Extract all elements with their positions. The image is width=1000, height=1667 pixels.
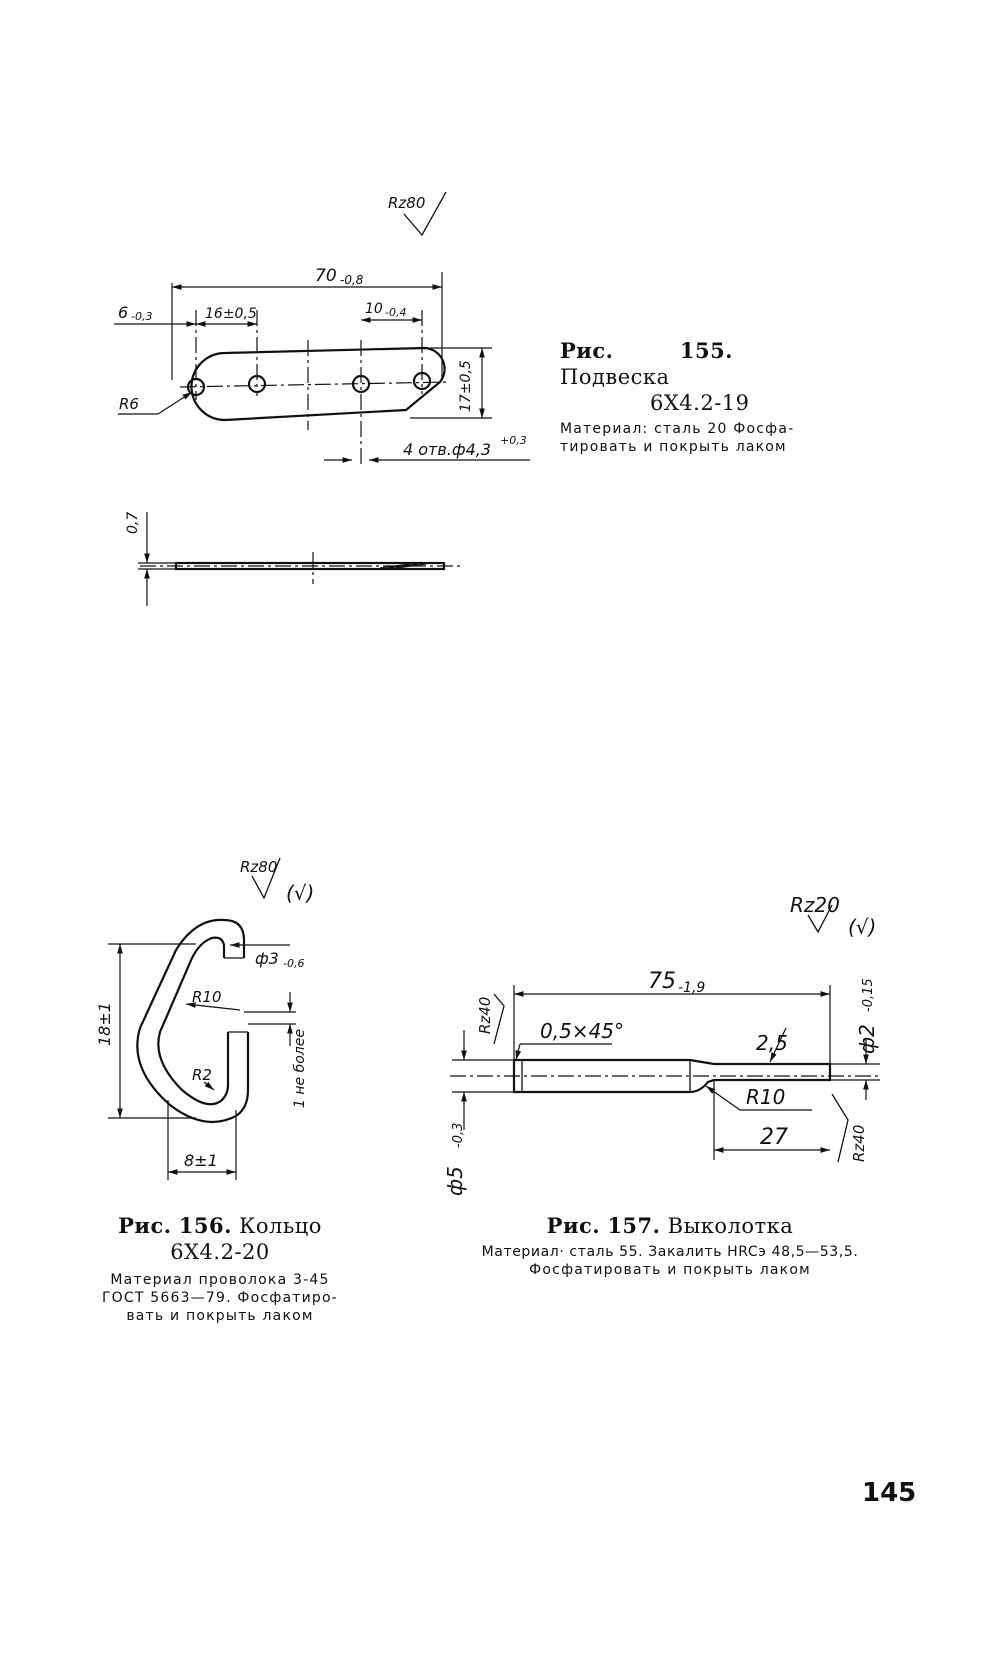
fig156-dim-wire-tol: -0,6 xyxy=(283,957,304,970)
fig156-dim-outer-radius: R10 xyxy=(192,988,222,1006)
fig157-dim-length-tol: -1,9 xyxy=(678,980,705,996)
fig156-caption: Рис. 156. Кольцо 6X4.2-20 Материал прово… xyxy=(70,1213,370,1325)
fig155-label: Рис. xyxy=(560,338,614,363)
fig155-note-2: тировать и покрыть лаком xyxy=(560,439,787,455)
fig157-dim-chamfer: 0,5×45° xyxy=(540,1019,624,1043)
fig156-dim-height: 18±1 xyxy=(95,1002,114,1046)
fig157-dim-body-dia-tol: -0,3 xyxy=(451,1123,466,1148)
fig156-roughness-mark xyxy=(251,857,281,900)
fig155-dim-pitch: 16±0,5 xyxy=(205,306,257,322)
fig155-dim-end-tol: -0,4 xyxy=(385,306,406,319)
fig155-dim-width: 17±0,5 xyxy=(458,360,474,412)
fig155-caption: Рис. 155. Подвеска 6X4.2-19 Материал: ст… xyxy=(560,338,850,456)
fig157-roughness-rest: (√) xyxy=(848,915,876,939)
page-number: 145 xyxy=(862,1478,917,1508)
fig157-roughness-mark xyxy=(807,904,833,934)
fig156-dim-width: 8±1 xyxy=(184,1151,218,1170)
fig157-caption-title: Рис. 157. Выколотка xyxy=(420,1213,920,1239)
fig156-drawing: Rz80 (√) 18±1 ф3 -0,6 R10 R2 1 не более xyxy=(95,857,314,1180)
fig156-dim-wire: ф3 xyxy=(255,949,279,968)
fig156-note-3: вать и покрыть лаком xyxy=(126,1308,314,1324)
fig157-number: 157. xyxy=(607,1213,661,1238)
fig155-dim-offset-tol: -0,3 xyxy=(131,310,152,323)
fig155-caption-title: Рис. 155. Подвеска xyxy=(560,338,850,390)
fig155-roughness-mark xyxy=(403,191,447,237)
fig156-roughness: Rz80 xyxy=(240,858,277,876)
fig157-dim-fillet: R10 xyxy=(746,1085,785,1109)
fig155-dim-offset: 6 xyxy=(118,303,128,322)
fig155-roughness: Rz80 xyxy=(388,194,425,212)
fig155-name: Подвеска xyxy=(560,365,670,389)
fig157-dim-length: 75 xyxy=(648,969,676,994)
fig157-side-roughness: Rz40 xyxy=(850,1125,868,1162)
fig155-dim-holes: 4 отв.ф4,3 xyxy=(403,440,491,459)
fig156-note-2: ГОСТ 5663—79. Фосфатиро- xyxy=(101,1290,339,1306)
fig157-note-1: Материал· сталь 55. Закалить HRCэ 48,5—5… xyxy=(481,1244,859,1260)
fig157-dim-tip-dia: ф2 xyxy=(855,1024,879,1054)
fig157-dim-tip-length: 27 xyxy=(760,1125,788,1150)
fig157-label: Рис. xyxy=(546,1213,601,1238)
fig157-dim-tip-dia-tol: -0,15 xyxy=(861,978,876,1012)
fig155-dim-end: 10 xyxy=(365,301,383,317)
fig156-label: Рис. xyxy=(118,1213,172,1238)
fig155-dim-length-tol: -0,8 xyxy=(340,273,364,287)
fig156-dim-gap: 1 не более xyxy=(292,1029,308,1108)
fig156-note-1: Материал проволока 3-45 xyxy=(110,1272,330,1288)
fig156-caption-title: Рис. 156. Кольцо xyxy=(70,1213,370,1239)
fig157-dim-body-dia: ф5 xyxy=(443,1166,467,1196)
fig156-dim-inner-radius: R2 xyxy=(192,1066,212,1084)
fig155-dim-thickness: 0,7 xyxy=(125,512,141,534)
fig155-code: 6X4.2-19 xyxy=(650,391,750,415)
fig157-name: Выколотка xyxy=(667,1214,794,1238)
fig157-caption: Рис. 157. Выколотка Материал· сталь 55. … xyxy=(420,1213,920,1279)
fig157-drawing: Rz20 (√) 75 -1,9 0,5×45° Rz40 2,5 ф2 -0,… xyxy=(443,893,880,1196)
fig155-dim-radius: R6 xyxy=(119,395,139,413)
fig155-dim-holes-tol: +0,3 xyxy=(500,434,527,447)
fig156-number: 156. xyxy=(178,1213,232,1238)
fig157-roughness: Rz20 xyxy=(790,893,840,917)
fig156-code: 6X4.2-20 xyxy=(170,1240,270,1264)
fig155-note-1: Материал: сталь 20 Фосфа- xyxy=(560,421,795,437)
fig155-number: 155. xyxy=(679,338,733,363)
fig155-drawing: Rz80 70 -0,8 6 -0,3 16±0,5 10 -0,4 xyxy=(114,191,530,606)
fig156-roughness-rest: (√) xyxy=(286,881,314,905)
fig157-end-roughness: Rz40 xyxy=(476,997,494,1034)
fig156-ring-outer xyxy=(136,918,250,1123)
fig156-name: Кольцо xyxy=(239,1214,322,1238)
fig155-plate-outline xyxy=(190,346,446,422)
fig157-note-2: Фосфатировать и покрыть лаком xyxy=(529,1262,811,1278)
fig155-dim-length: 70 xyxy=(315,266,337,286)
fig156-ring-inner xyxy=(157,936,230,1106)
